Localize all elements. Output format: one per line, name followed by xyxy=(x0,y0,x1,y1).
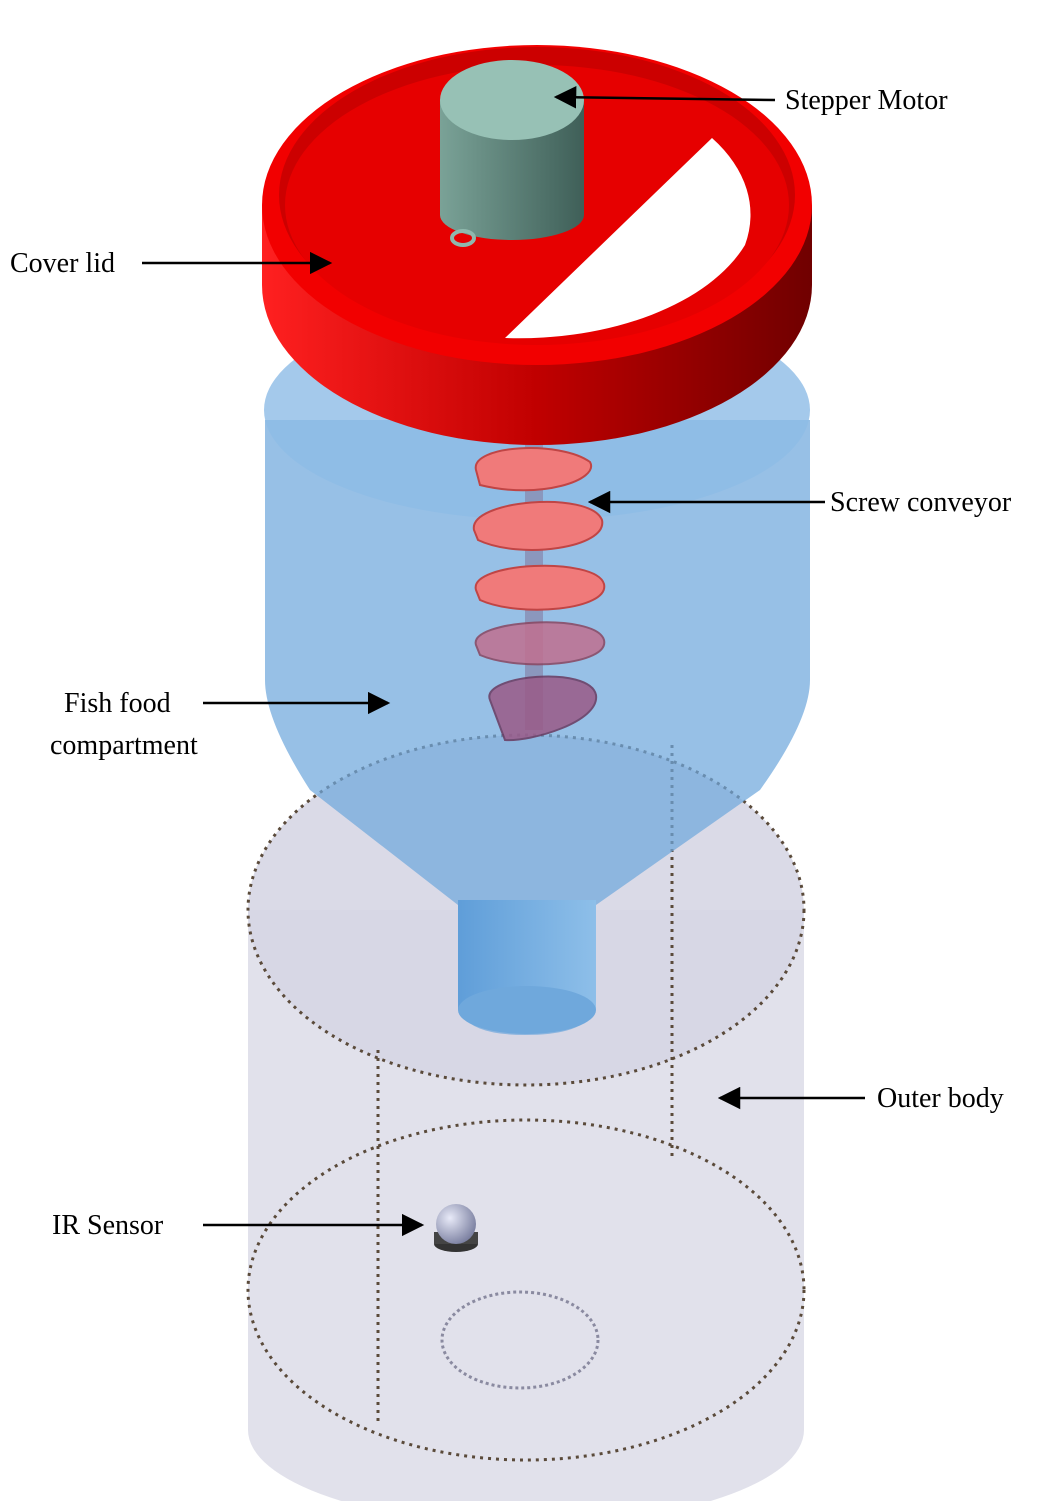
label-outer-body: Outer body xyxy=(877,1083,1004,1114)
label-screw-conveyor: Screw conveyor xyxy=(830,487,1012,518)
stepper-motor xyxy=(440,60,584,245)
label-ir-sensor: IR Sensor xyxy=(52,1210,164,1241)
label-cover-lid: Cover lid xyxy=(10,248,115,279)
label-fish-food-line1: Fish food xyxy=(64,688,171,719)
label-stepper-motor: Stepper Motor xyxy=(785,85,948,116)
label-fish-food-line2: compartment xyxy=(50,730,198,761)
